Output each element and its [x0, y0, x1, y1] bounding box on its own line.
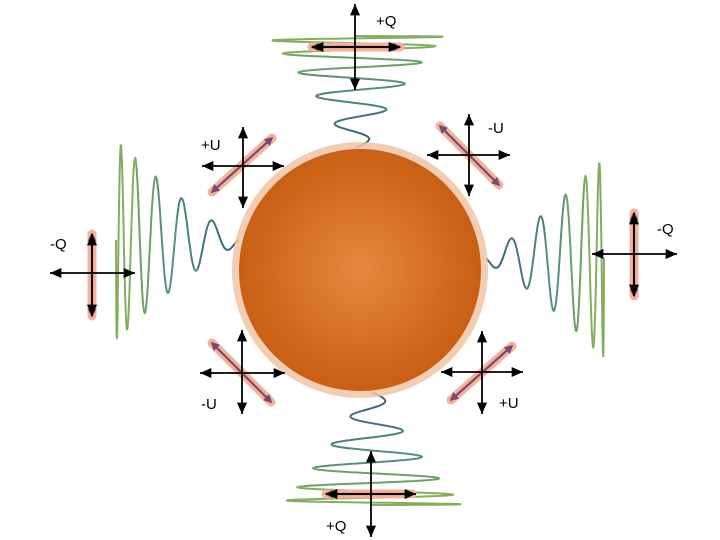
wave-bottom	[330, 428, 404, 450]
axes-top	[312, 4, 400, 90]
label-bottom-plus-q: +Q	[326, 518, 347, 535]
axes-upper-left	[202, 127, 284, 208]
label-lower-right-plus-u: +U	[499, 395, 519, 412]
wave-top	[315, 91, 388, 112]
axes-lower-left	[200, 330, 285, 414]
axes-lower-right	[441, 331, 523, 414]
label-upper-left-plus-u: +U	[201, 137, 221, 154]
wave-right	[504, 237, 527, 288]
label-right-minus-q: -Q	[657, 221, 674, 238]
axes-upper-right	[427, 114, 510, 196]
wave-right	[544, 196, 566, 313]
axes-left	[50, 234, 135, 316]
wave-bottom	[349, 409, 403, 431]
wave-top	[299, 72, 407, 93]
label-top-plus-q: +Q	[376, 13, 397, 30]
wave-bottom	[314, 447, 424, 469]
label-left-minus-q: -Q	[50, 236, 67, 253]
wave-left	[176, 197, 199, 272]
wave-left	[135, 164, 158, 315]
wave-top	[333, 109, 386, 131]
wave-left	[196, 219, 219, 270]
wave-left	[216, 231, 239, 251]
label-lower-left-minus-u: -U	[201, 396, 217, 413]
polarization-upper-left-core	[210, 136, 274, 194]
wave-top	[271, 35, 444, 56]
wave-right	[583, 162, 605, 358]
axes-bottom	[326, 451, 416, 537]
star-sphere	[239, 149, 481, 391]
wave-bottom	[285, 485, 462, 506]
axes-right	[592, 213, 677, 296]
wave-right	[563, 182, 586, 333]
wave-left	[155, 178, 178, 295]
wave-right	[524, 215, 546, 290]
wave-left	[115, 144, 138, 340]
polarization-upper-left	[207, 133, 277, 197]
wave-right	[485, 249, 507, 269]
label-upper-right-minus-u: -U	[488, 120, 504, 137]
